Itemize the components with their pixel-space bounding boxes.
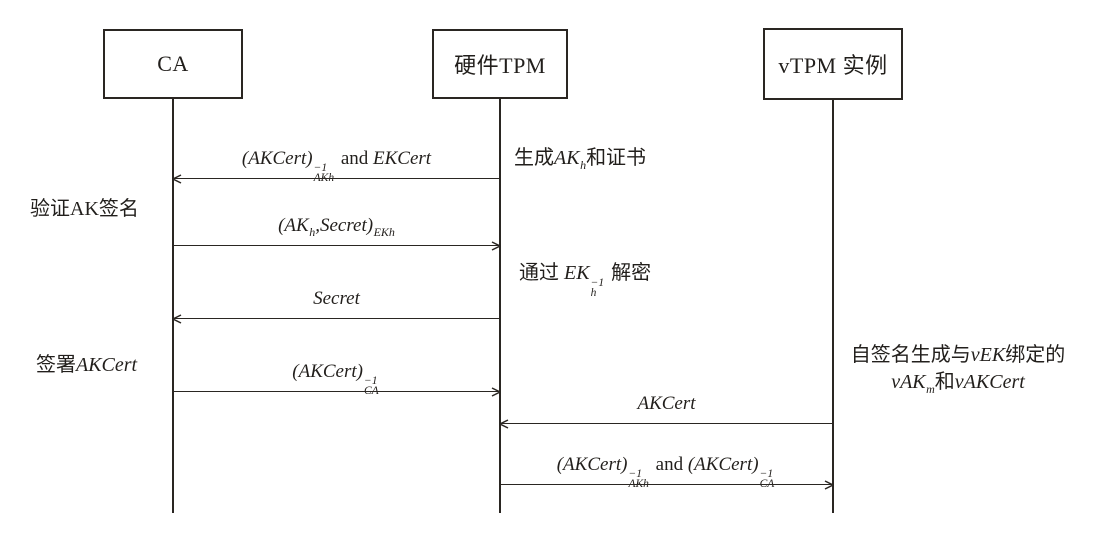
message-2-line [173,240,501,251]
arrowhead-right-icon [491,386,501,397]
message-1-line [172,173,500,184]
message-2-label: (AKh,Secret)EKh [278,215,395,239]
message-4-line [173,386,501,397]
arrowhead-right-icon [824,479,834,490]
note-verify-ak-signature: 验证AK签名 [30,198,139,220]
actor-box-hardware-tpm: 硬件TPM [432,29,568,99]
actor-label-ca: CA [157,51,189,76]
note-sign-akcert: 签署AKCert [36,354,138,376]
note-selfsign-vak: 自签名生成与vEK绑定的 vAKm和vAKCert [835,342,1081,403]
actor-label-vtpm-instance: vTPM 实例 [778,53,888,78]
arrowhead-left-icon [499,418,509,429]
actor-box-vtpm-instance: vTPM 实例 [763,28,903,100]
message-3: Secret [172,282,500,324]
arrowhead-left-icon [172,313,182,324]
message-3-label: Secret [313,288,360,309]
arrowhead-left-icon [172,173,182,184]
actor-box-ca: CA [103,29,243,99]
note-selfsign-line-2: vAKm和vAKCert [891,371,1025,396]
lifeline-vtpm-instance [832,100,834,513]
lifeline-hardware-tpm [499,99,501,513]
note-generate-akh: 生成AKh和证书 [514,147,647,172]
message-3-line [172,313,500,324]
lifeline-ca [172,99,174,513]
message-2: (AKh,Secret)EKh [173,209,501,251]
actor-label-hardware-tpm: 硬件TPM [454,53,546,78]
arrowhead-right-icon [491,240,501,251]
message-5-label: AKCert [637,393,696,414]
note-selfsign-line-1: 自签名生成与vEK绑定的 [850,344,1066,366]
message-5-line [499,418,833,429]
message-5: AKCert [499,387,833,429]
message-6-line [500,479,834,490]
